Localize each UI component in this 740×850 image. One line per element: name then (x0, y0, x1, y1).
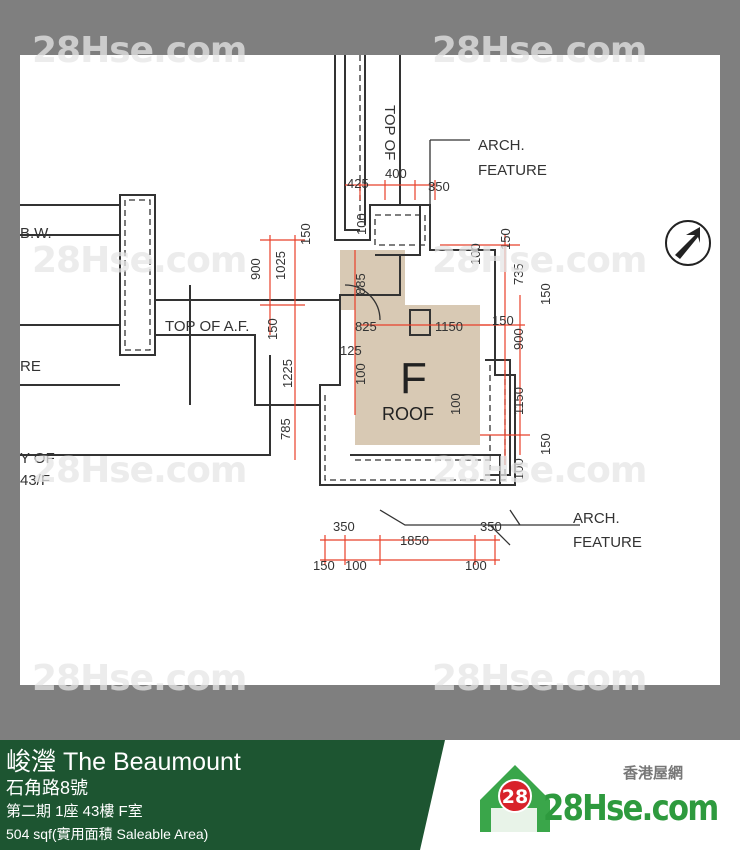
logo-badge: 28 (502, 786, 528, 808)
plan-label-feature: FEATURE (478, 162, 547, 179)
dim: 150 (538, 283, 553, 305)
watermark-text: 28Hse.com (432, 658, 647, 699)
watermark-text: 28Hse.com (432, 240, 647, 281)
property-area: 504 sqf(實用面積 Saleable Area) (6, 826, 209, 842)
dim: 100 (354, 213, 369, 235)
dim: 885 (353, 273, 368, 295)
dim: 150 (498, 228, 513, 250)
watermark-text: 28Hse.com (32, 240, 247, 281)
watermark-text: 28Hse.com (432, 30, 647, 71)
dim: 900 (511, 328, 526, 350)
dim: 350 (333, 519, 355, 534)
property-address: 石角路8號 (6, 778, 89, 798)
watermark-text: 28Hse.com (32, 450, 247, 491)
watermark-text: 28Hse.com (32, 658, 247, 699)
dim: 100 (511, 458, 526, 480)
dim: 900 (248, 258, 263, 280)
dim: 100 (468, 243, 483, 265)
dim: 150 (298, 223, 313, 245)
plan-label-top-of-af: TOP OF A.F. (165, 318, 249, 335)
dim: 1850 (400, 533, 429, 548)
plan-label-y-of: Y OF (20, 450, 55, 467)
property-unit: 第二期 1座 43樓 F室 (6, 803, 143, 820)
plan-label-feature-2: FEATURE (573, 534, 642, 551)
dim: 150 (538, 433, 553, 455)
listing-info-panel: 峻瀅 The Beaumount 石角路8號 第二期 1座 43樓 F室 504… (0, 740, 445, 850)
roof-label: ROOF (382, 404, 434, 424)
north-arrow-icon (665, 220, 711, 266)
dim: 785 (278, 418, 293, 440)
logo-tagline: 香港屋網 (623, 765, 684, 782)
watermark-text: 28Hse.com (432, 450, 647, 491)
plan-label-arch-2: ARCH. (573, 510, 620, 527)
plan-label-top-of: TOP OF (381, 105, 398, 160)
property-title: 峻瀅 The Beaumount (6, 748, 241, 776)
dim: 100 (465, 558, 487, 573)
dim: 350 (480, 519, 502, 534)
plan-label-bw: B.W. (20, 225, 52, 242)
watermark-text: 28Hse.com (32, 30, 247, 71)
roof-area (355, 305, 480, 445)
plan-label-43f: 43/F (20, 472, 50, 489)
listing-footer: 峻瀅 The Beaumount 石角路8號 第二期 1座 43樓 F室 504… (0, 740, 740, 850)
house-logo-icon: 28 (480, 765, 550, 832)
plan-label-re: RE (20, 358, 41, 375)
dim: 125 (340, 343, 362, 358)
site-logo[interactable]: 28 香港屋網 28Hse.com (475, 760, 719, 840)
unit-letter: F (400, 354, 427, 403)
dim: 150 (313, 558, 335, 573)
dim: 735 (511, 263, 526, 285)
dim: 1150 (435, 319, 463, 334)
dim: 1025 (273, 251, 288, 280)
dim: 425 (347, 176, 369, 191)
dim: 825 (355, 319, 377, 334)
dim: 1225 (280, 359, 295, 388)
floor-plan: TOP OF ARCH. FEATURE ARCH. FEATURE B.W. … (20, 55, 720, 685)
dim: 400 (385, 166, 407, 181)
dim: 100 (345, 558, 367, 573)
dim: 150 (492, 313, 514, 328)
floor-plan-drawing: TOP OF ARCH. FEATURE ARCH. FEATURE B.W. … (20, 55, 711, 573)
dim: 100 (353, 363, 368, 385)
dim: 1150 (511, 387, 526, 415)
dim: 350 (428, 179, 450, 194)
dim: 150 (265, 318, 280, 340)
dim: 100 (448, 393, 463, 415)
plan-label-arch: ARCH. (478, 137, 525, 154)
logo-text: 28Hse.com (543, 788, 719, 829)
